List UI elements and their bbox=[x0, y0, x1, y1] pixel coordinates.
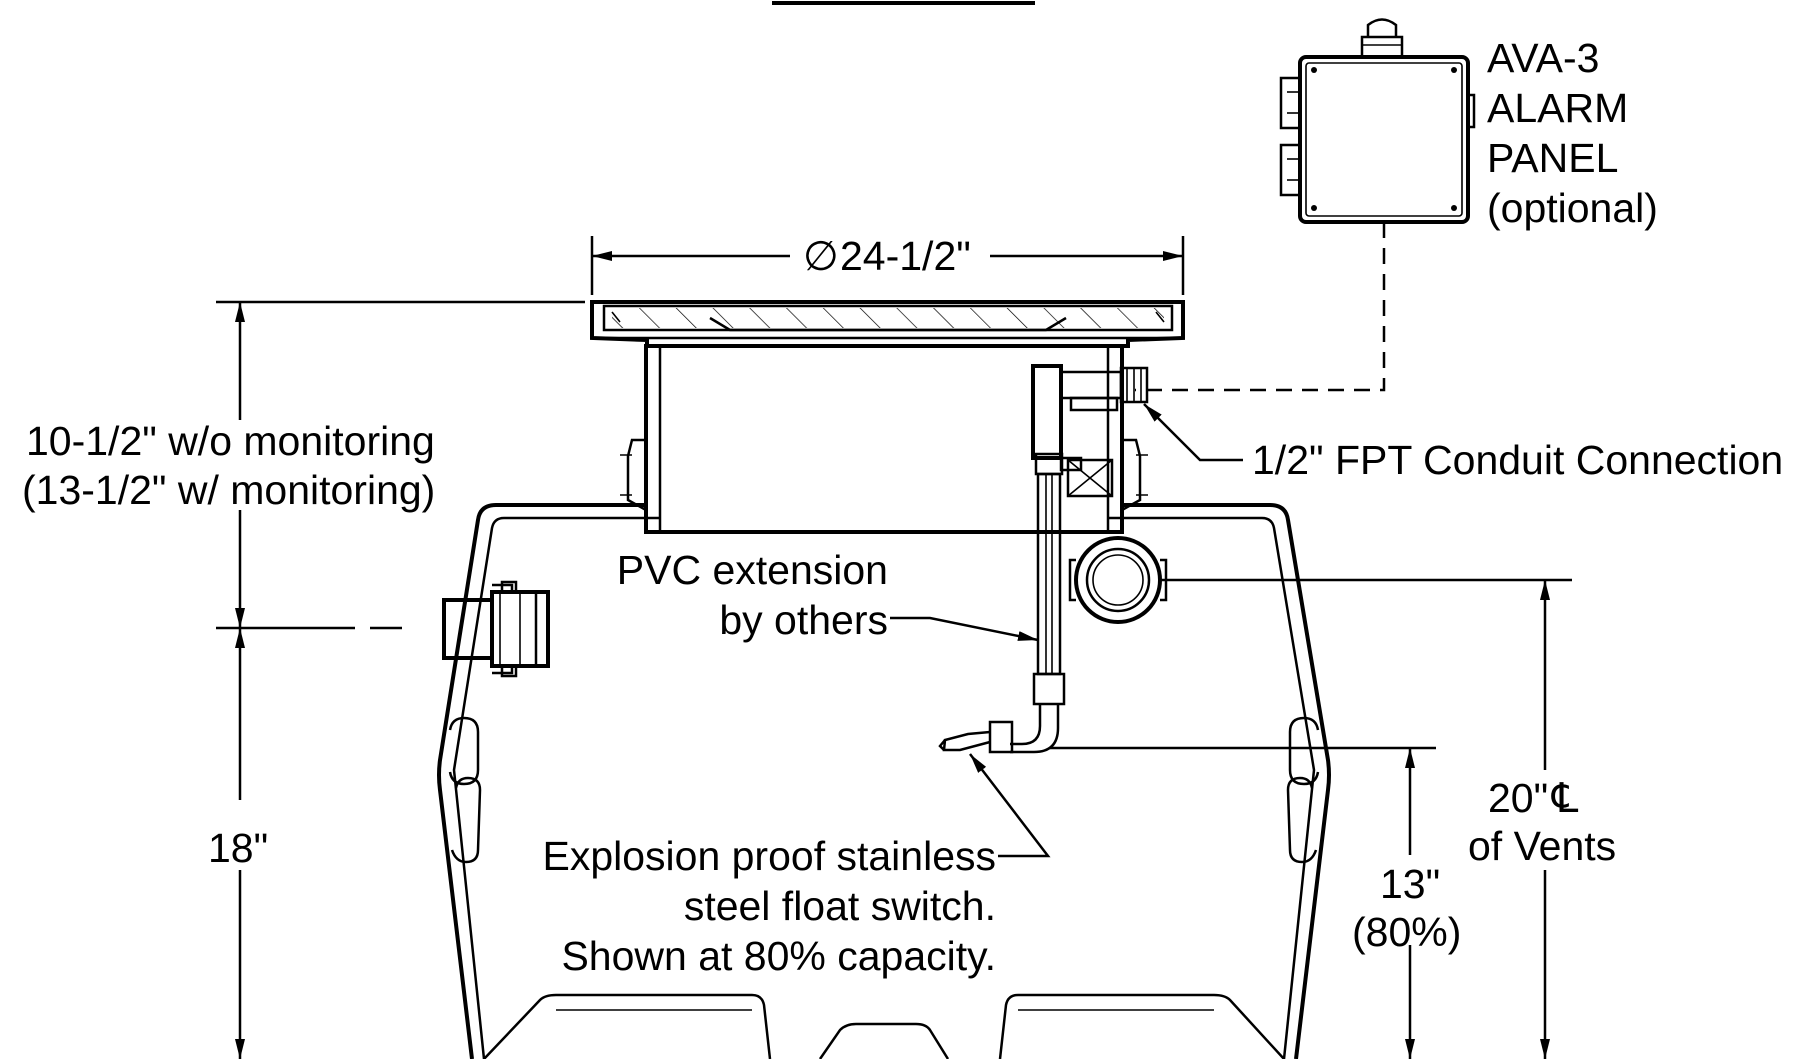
diameter-label: 24-1/2" bbox=[840, 233, 971, 279]
alarm-wiring-dashed bbox=[1135, 222, 1386, 392]
tank-riser bbox=[620, 344, 1148, 534]
panel-label-line4: (optional) bbox=[1487, 185, 1658, 231]
left-inlet-fitting bbox=[442, 580, 550, 678]
alarm-panel bbox=[1279, 18, 1476, 224]
level-dimension-right bbox=[1050, 578, 1572, 1059]
tank-lid bbox=[590, 300, 1185, 348]
vents-label-line2: of Vents bbox=[1468, 823, 1616, 869]
conduit-leader bbox=[1143, 403, 1243, 462]
vents-label-line1: 20" bbox=[1488, 775, 1548, 821]
panel-label-line2: ALARM bbox=[1487, 85, 1628, 131]
pvc-extension-pipe bbox=[988, 452, 1114, 754]
float-switch bbox=[938, 730, 991, 752]
conduit-sensor-housing bbox=[1031, 364, 1149, 472]
pvc-label-line2: by others bbox=[719, 597, 888, 643]
conduit-label: 1/2" FPT Conduit Connection bbox=[1252, 437, 1783, 483]
tank-body bbox=[437, 503, 1331, 1059]
float-leader bbox=[969, 753, 1051, 858]
pvc-label-line1: PVC extension bbox=[617, 547, 888, 593]
height-dimension-left bbox=[216, 300, 585, 1059]
right-vent-fitting bbox=[1068, 536, 1168, 624]
pvc-leader bbox=[890, 616, 1039, 642]
diameter-symbol: ∅ bbox=[803, 233, 839, 279]
depth-label-18: 18" bbox=[208, 825, 268, 871]
panel-label-line3: PANEL bbox=[1487, 135, 1618, 181]
float-label-line1: Explosion proof stainless bbox=[542, 833, 996, 879]
float-label-line2: steel float switch. bbox=[684, 883, 996, 929]
panel-label-line1: AVA-3 bbox=[1487, 35, 1599, 81]
height-label-line2: (13-1/2" w/ monitoring) bbox=[22, 467, 435, 513]
level-label-80pct: (80%) bbox=[1352, 909, 1461, 955]
centerline-symbol: ℄ bbox=[1551, 775, 1579, 821]
float-label-line3: Shown at 80% capacity. bbox=[561, 933, 996, 979]
level-label-13: 13" bbox=[1380, 861, 1440, 907]
height-label-line1: 10-1/2" w/o monitoring bbox=[26, 418, 435, 464]
diameter-dimension bbox=[590, 236, 1185, 295]
